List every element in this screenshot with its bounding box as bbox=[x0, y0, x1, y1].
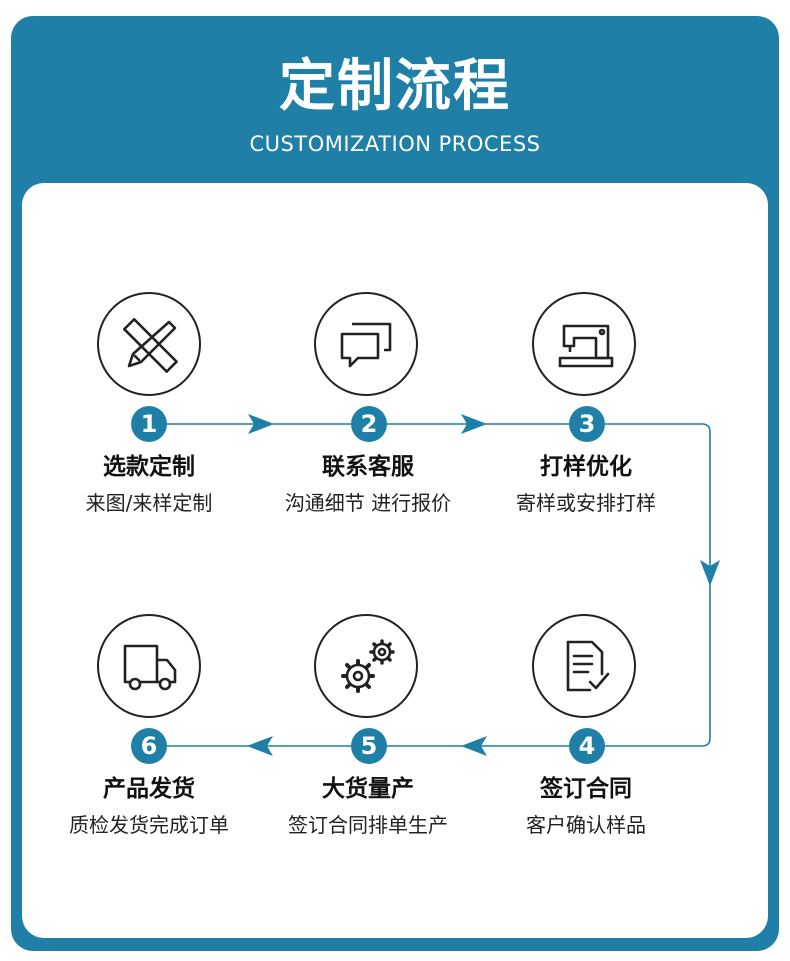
step-1-title: 选款定制 bbox=[103, 454, 195, 480]
step-6-icon-circle bbox=[97, 614, 201, 718]
step-4-icon-circle bbox=[532, 614, 636, 718]
step-1-number-badge: 1 bbox=[131, 406, 167, 442]
step-5-desc: 签订合同排单生产 bbox=[288, 813, 448, 837]
page-title: 定制流程 bbox=[279, 54, 511, 119]
step-5-title: 大货量产 bbox=[322, 776, 414, 802]
step-4-number-badge: 4 bbox=[569, 728, 605, 764]
step-4-desc: 客户确认样品 bbox=[526, 813, 646, 837]
step-5-icon-circle bbox=[314, 614, 418, 718]
step-2-icon-circle bbox=[314, 292, 418, 396]
step-5-number-badge: 5 bbox=[351, 728, 387, 764]
chat-bubbles-icon bbox=[340, 322, 392, 368]
step-2-title: 联系客服 bbox=[322, 454, 414, 480]
arrow-right-icon bbox=[461, 414, 487, 434]
step-6-desc: 质检发货完成订单 bbox=[69, 813, 229, 837]
sewing-machine-icon bbox=[558, 324, 614, 368]
arrow-left-icon bbox=[247, 736, 273, 756]
step-2-number-badge: 2 bbox=[351, 406, 387, 442]
arrow-left-icon bbox=[461, 736, 487, 756]
delivery-truck-icon bbox=[123, 644, 177, 691]
page-subtitle: CUSTOMIZATION PROCESS bbox=[249, 132, 541, 156]
arrow-right-icon bbox=[248, 414, 274, 434]
document-check-icon bbox=[566, 640, 610, 692]
gears-icon bbox=[341, 639, 395, 693]
step-3-title: 打样优化 bbox=[540, 454, 632, 480]
step-3-icon-circle bbox=[532, 292, 636, 396]
step-1-icon-circle bbox=[97, 292, 201, 396]
step-2-desc: 沟通细节 进行报价 bbox=[284, 491, 452, 515]
arrow-down-icon bbox=[700, 560, 720, 586]
step-4-title: 签订合同 bbox=[540, 776, 632, 802]
ruler-pencil-icon bbox=[122, 317, 178, 373]
step-6-number-badge: 6 bbox=[131, 728, 167, 764]
step-3-number-badge: 3 bbox=[569, 406, 605, 442]
step-3-desc: 寄样或安排打样 bbox=[516, 491, 656, 515]
step-6-title: 产品发货 bbox=[103, 776, 195, 802]
step-1-desc: 来图/来样定制 bbox=[85, 491, 213, 515]
